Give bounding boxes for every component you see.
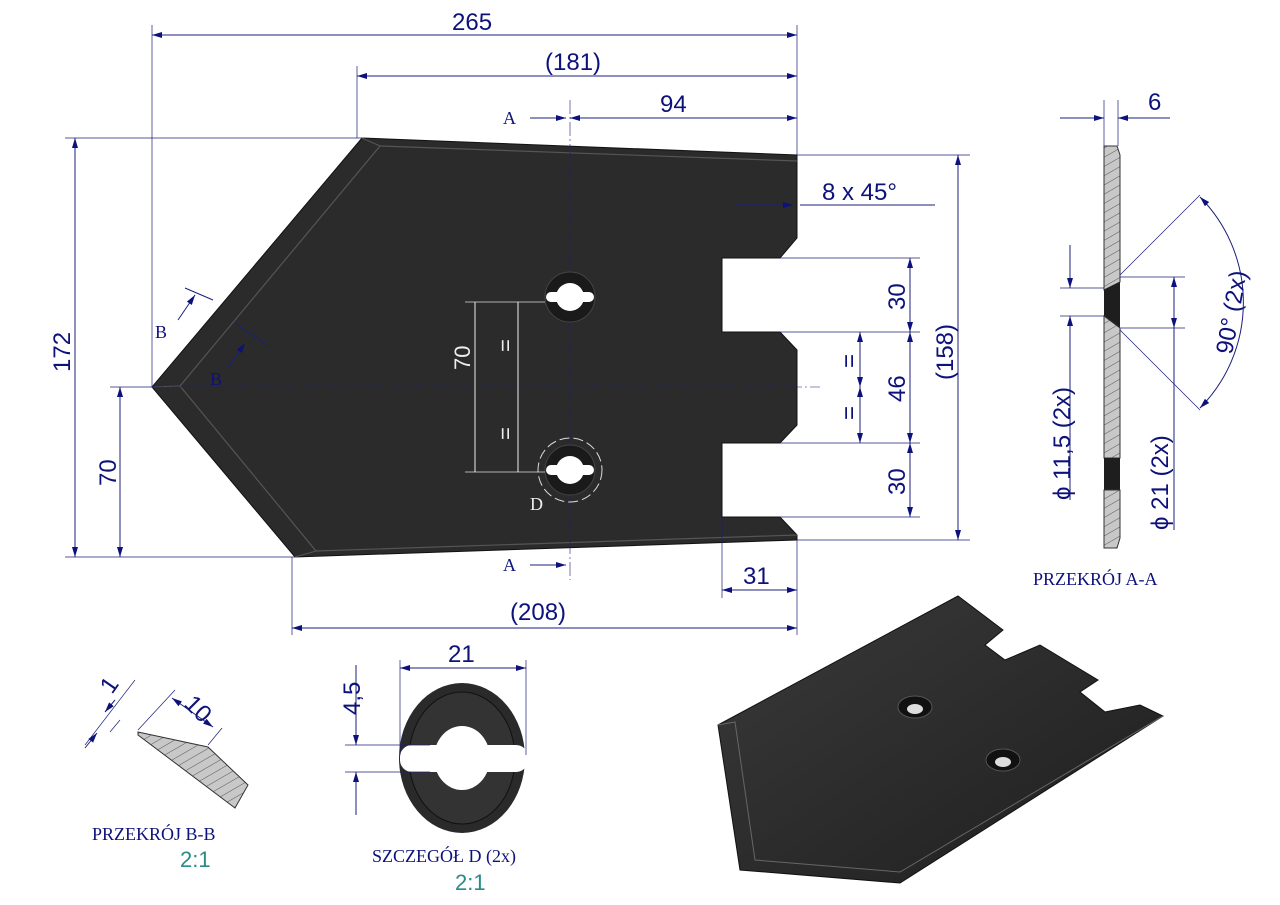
equal-mark: = bbox=[836, 406, 863, 420]
section-a-marker-top: A bbox=[503, 108, 516, 128]
isometric-view bbox=[717, 595, 1165, 884]
dim-hole-large: ϕ 21 (2x) bbox=[1147, 435, 1174, 530]
dim-181: (181) bbox=[545, 49, 601, 76]
detail-d-scale: 2:1 bbox=[455, 870, 486, 895]
dim-94: 94 bbox=[660, 91, 687, 118]
detail-d-marker: D bbox=[530, 494, 543, 514]
dim-10: 10 bbox=[179, 690, 217, 728]
dim-angle-90: 90° (2x) bbox=[1211, 268, 1252, 356]
dim-265: 265 bbox=[452, 9, 492, 36]
dim-chamfer: 8 x 45° bbox=[822, 179, 897, 206]
dim-notch-bottom: 30 bbox=[884, 468, 911, 495]
section-a-title: PRZEKRÓJ A-A bbox=[1033, 568, 1158, 589]
hole-bottom bbox=[537, 437, 603, 503]
dim-slot-4-5: 4,5 bbox=[339, 682, 366, 715]
section-b-marker: B bbox=[155, 322, 167, 342]
detail-d-title: SZCZEGÓŁ D (2x) bbox=[372, 845, 516, 867]
section-a-a: 6 90° (2x) ϕ 11,5 (2x) ϕ 21 (2x) PRZEKRÓ… bbox=[1033, 89, 1253, 589]
hole-top bbox=[544, 271, 596, 323]
equal-mark: = bbox=[493, 427, 518, 440]
equal-mark: = bbox=[493, 339, 518, 352]
dim-31: 31 bbox=[743, 563, 770, 590]
dim-158: (158) bbox=[932, 324, 959, 380]
dim-172: 172 bbox=[49, 332, 76, 372]
dim-thickness-6: 6 bbox=[1148, 89, 1161, 116]
section-b-title: PRZEKRÓJ B-B bbox=[92, 823, 216, 844]
dim-hole-spacing: 70 bbox=[450, 346, 475, 370]
main-view: D 265 (181) 94 A A 8 x 45° 30 46 3 bbox=[49, 9, 970, 635]
detail-d: 21 4,5 SZCZEGÓŁ D (2x) 2:1 bbox=[339, 641, 528, 895]
equal-mark: = bbox=[836, 354, 863, 368]
dim-1: 1 bbox=[95, 672, 125, 698]
section-b-b: 1 10 PRZEKRÓJ B-B 2:1 bbox=[84, 672, 249, 872]
dim-detail-21: 21 bbox=[448, 641, 475, 668]
section-b-marker: B bbox=[210, 369, 222, 389]
section-b-scale: 2:1 bbox=[180, 847, 211, 872]
dim-notch-gap: 46 bbox=[884, 375, 911, 402]
dim-hole-small: ϕ 11,5 (2x) bbox=[1049, 387, 1076, 500]
dim-70-tip: 70 bbox=[95, 459, 122, 486]
section-a-marker-bottom: A bbox=[503, 555, 516, 575]
dim-208: (208) bbox=[510, 599, 566, 626]
dim-notch-top: 30 bbox=[884, 283, 911, 310]
